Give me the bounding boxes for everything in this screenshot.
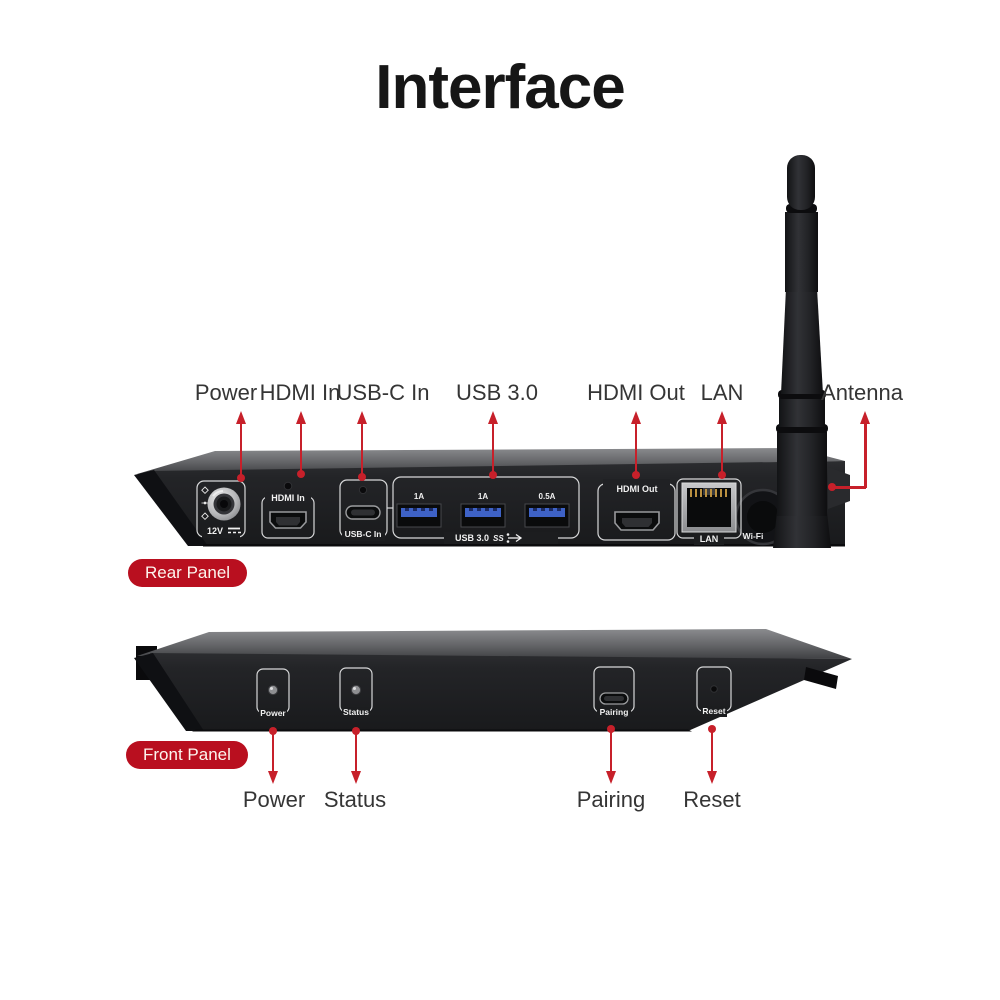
front-top-surface bbox=[137, 629, 852, 659]
callout-label-power-rear: Power bbox=[194, 380, 258, 405]
power-jack-group: 12V bbox=[196, 480, 246, 538]
hdmi-in-port-label: HDMI In bbox=[271, 493, 305, 503]
usb-a-port-2 bbox=[460, 503, 506, 528]
callout-label-antenna: Antenna bbox=[821, 380, 903, 405]
usbc-in-callout-arrow bbox=[356, 411, 368, 481]
usb-a-port-1 bbox=[396, 503, 442, 528]
pairing-port-group: Pairing bbox=[593, 666, 635, 718]
status-led-label: Status bbox=[343, 707, 369, 717]
lan-group: LAN bbox=[676, 478, 742, 545]
callout-label-hdmi-in: HDMI In bbox=[259, 380, 341, 405]
callout-label-power-front: Power bbox=[242, 787, 306, 812]
rear-device-illustration: 12V HDMI In bbox=[134, 155, 850, 548]
pairing-usbc-port bbox=[599, 692, 629, 705]
lan-port bbox=[681, 482, 737, 533]
usb30-group: 1A 1A 0.5A USB bbox=[392, 476, 580, 544]
hdmi-out-callout-arrow bbox=[630, 411, 642, 479]
callout-label-usb30: USB 3.0 bbox=[456, 380, 538, 405]
front-bottom-shadow bbox=[192, 729, 692, 732]
front-device-illustration: Power Status Pairing bbox=[134, 629, 852, 732]
usbc-in-port-label: USB-C In bbox=[345, 529, 382, 539]
polarity-icon bbox=[201, 486, 209, 521]
wifi-antenna bbox=[773, 155, 831, 548]
dc-symbol-icon bbox=[228, 527, 241, 534]
usb-current-label-2: 1A bbox=[478, 492, 488, 501]
reset-group: Reset bbox=[696, 666, 732, 717]
front-right-foot bbox=[804, 667, 838, 689]
power-led-label: Power bbox=[260, 708, 286, 718]
lan-callout-arrow bbox=[716, 411, 728, 479]
power-voltage-label: 12V bbox=[207, 526, 223, 536]
hdmi-out-group: HDMI Out bbox=[597, 479, 676, 541]
power-front-callout-arrow bbox=[267, 727, 279, 784]
hdmi-out-port-label: HDMI Out bbox=[617, 484, 658, 494]
status-led bbox=[350, 684, 362, 696]
rear-bottom-shadow bbox=[203, 544, 845, 547]
front-panel-badge: Front Panel bbox=[126, 741, 248, 769]
lan-port-label: LAN bbox=[700, 534, 719, 544]
pairing-port-label: Pairing bbox=[600, 707, 629, 717]
superspeed-ss-label: SS bbox=[493, 534, 504, 543]
usbc-in-port bbox=[345, 505, 381, 520]
reset-callout-arrow bbox=[706, 725, 718, 784]
hdmi-in-callout-arrow bbox=[295, 411, 307, 478]
reset-pinhole bbox=[710, 685, 718, 693]
usb-current-label-1: 1A bbox=[414, 492, 424, 501]
callout-label-reset: Reset bbox=[683, 787, 741, 812]
usbc-in-group: USB-C In bbox=[339, 479, 393, 541]
page-title: Interface bbox=[375, 53, 625, 122]
reset-label: Reset bbox=[702, 706, 725, 716]
usb30-callout-arrow bbox=[487, 411, 499, 479]
power-led-group: Power bbox=[256, 668, 290, 719]
hdmi-in-group: HDMI In bbox=[261, 481, 315, 539]
usb-a-port-3 bbox=[524, 503, 570, 528]
dc-power-jack-icon bbox=[207, 487, 241, 521]
status-led-group: Status bbox=[339, 667, 373, 718]
front-front-face bbox=[150, 653, 852, 731]
callout-label-pairing: Pairing bbox=[576, 787, 646, 812]
pinhole-icon bbox=[358, 485, 368, 495]
rear-top-surface bbox=[137, 448, 845, 474]
callout-label-usbc-in: USB-C In bbox=[336, 380, 430, 405]
usb30-port-label: USB 3.0 bbox=[455, 533, 489, 543]
superspeed-icon bbox=[506, 533, 523, 543]
usb-current-label-3: 0.5A bbox=[539, 492, 556, 501]
rear-left-facet bbox=[134, 470, 208, 546]
rear-panel-badge: Rear Panel bbox=[128, 559, 248, 587]
hdmi-out-port bbox=[614, 511, 660, 531]
callout-label-hdmi-out: HDMI Out bbox=[587, 380, 685, 405]
callout-label-status: Status bbox=[323, 787, 387, 812]
status-callout-arrow bbox=[350, 727, 362, 784]
front-left-facet bbox=[134, 653, 204, 731]
power-callout-arrow bbox=[235, 411, 247, 482]
hdmi-in-port bbox=[269, 511, 307, 529]
pairing-callout-arrow bbox=[605, 725, 617, 784]
callout-label-lan: LAN bbox=[700, 380, 744, 405]
power-led bbox=[267, 684, 279, 696]
wifi-label: Wi-Fi bbox=[743, 531, 764, 541]
screw-hole-icon bbox=[283, 481, 293, 491]
